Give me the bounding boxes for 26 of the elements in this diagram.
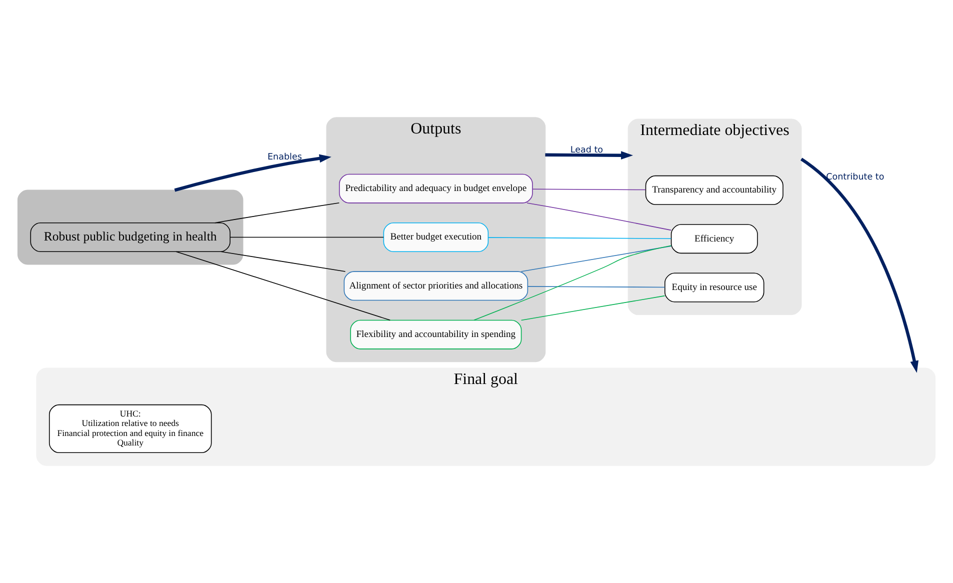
node-box: Robust public budgeting in health <box>30 222 230 252</box>
node-box: Efficiency <box>670 224 758 254</box>
connector <box>526 202 672 231</box>
node-box: Flexibility and accountability in spending <box>350 320 522 350</box>
connector <box>488 237 672 239</box>
connector <box>520 295 666 321</box>
node-box: Equity in resource use <box>664 272 764 302</box>
connector <box>220 251 346 272</box>
connector <box>474 245 672 321</box>
connector <box>527 286 666 288</box>
edge-label: Contribute to <box>826 172 884 183</box>
node-box: Better budget execution <box>383 222 489 252</box>
connector <box>532 188 646 190</box>
edge-label: Enables <box>268 152 302 163</box>
edge-label: Lead to <box>570 146 604 156</box>
node-box: Alignment of sector priorities and allocations <box>344 271 528 301</box>
connector <box>520 246 672 272</box>
arrow <box>545 151 634 160</box>
node-box: Transparency and accountability <box>645 175 784 205</box>
node-box: Predictability and adequacy in budget envelope <box>338 174 533 204</box>
cluster <box>17 190 244 265</box>
node-box: UHC: Utilization relative to needs Financial protection and equity in finance Quality <box>48 404 212 454</box>
connector <box>230 236 384 238</box>
arrow <box>174 154 332 192</box>
connector <box>214 202 340 224</box>
arrow <box>800 158 918 373</box>
